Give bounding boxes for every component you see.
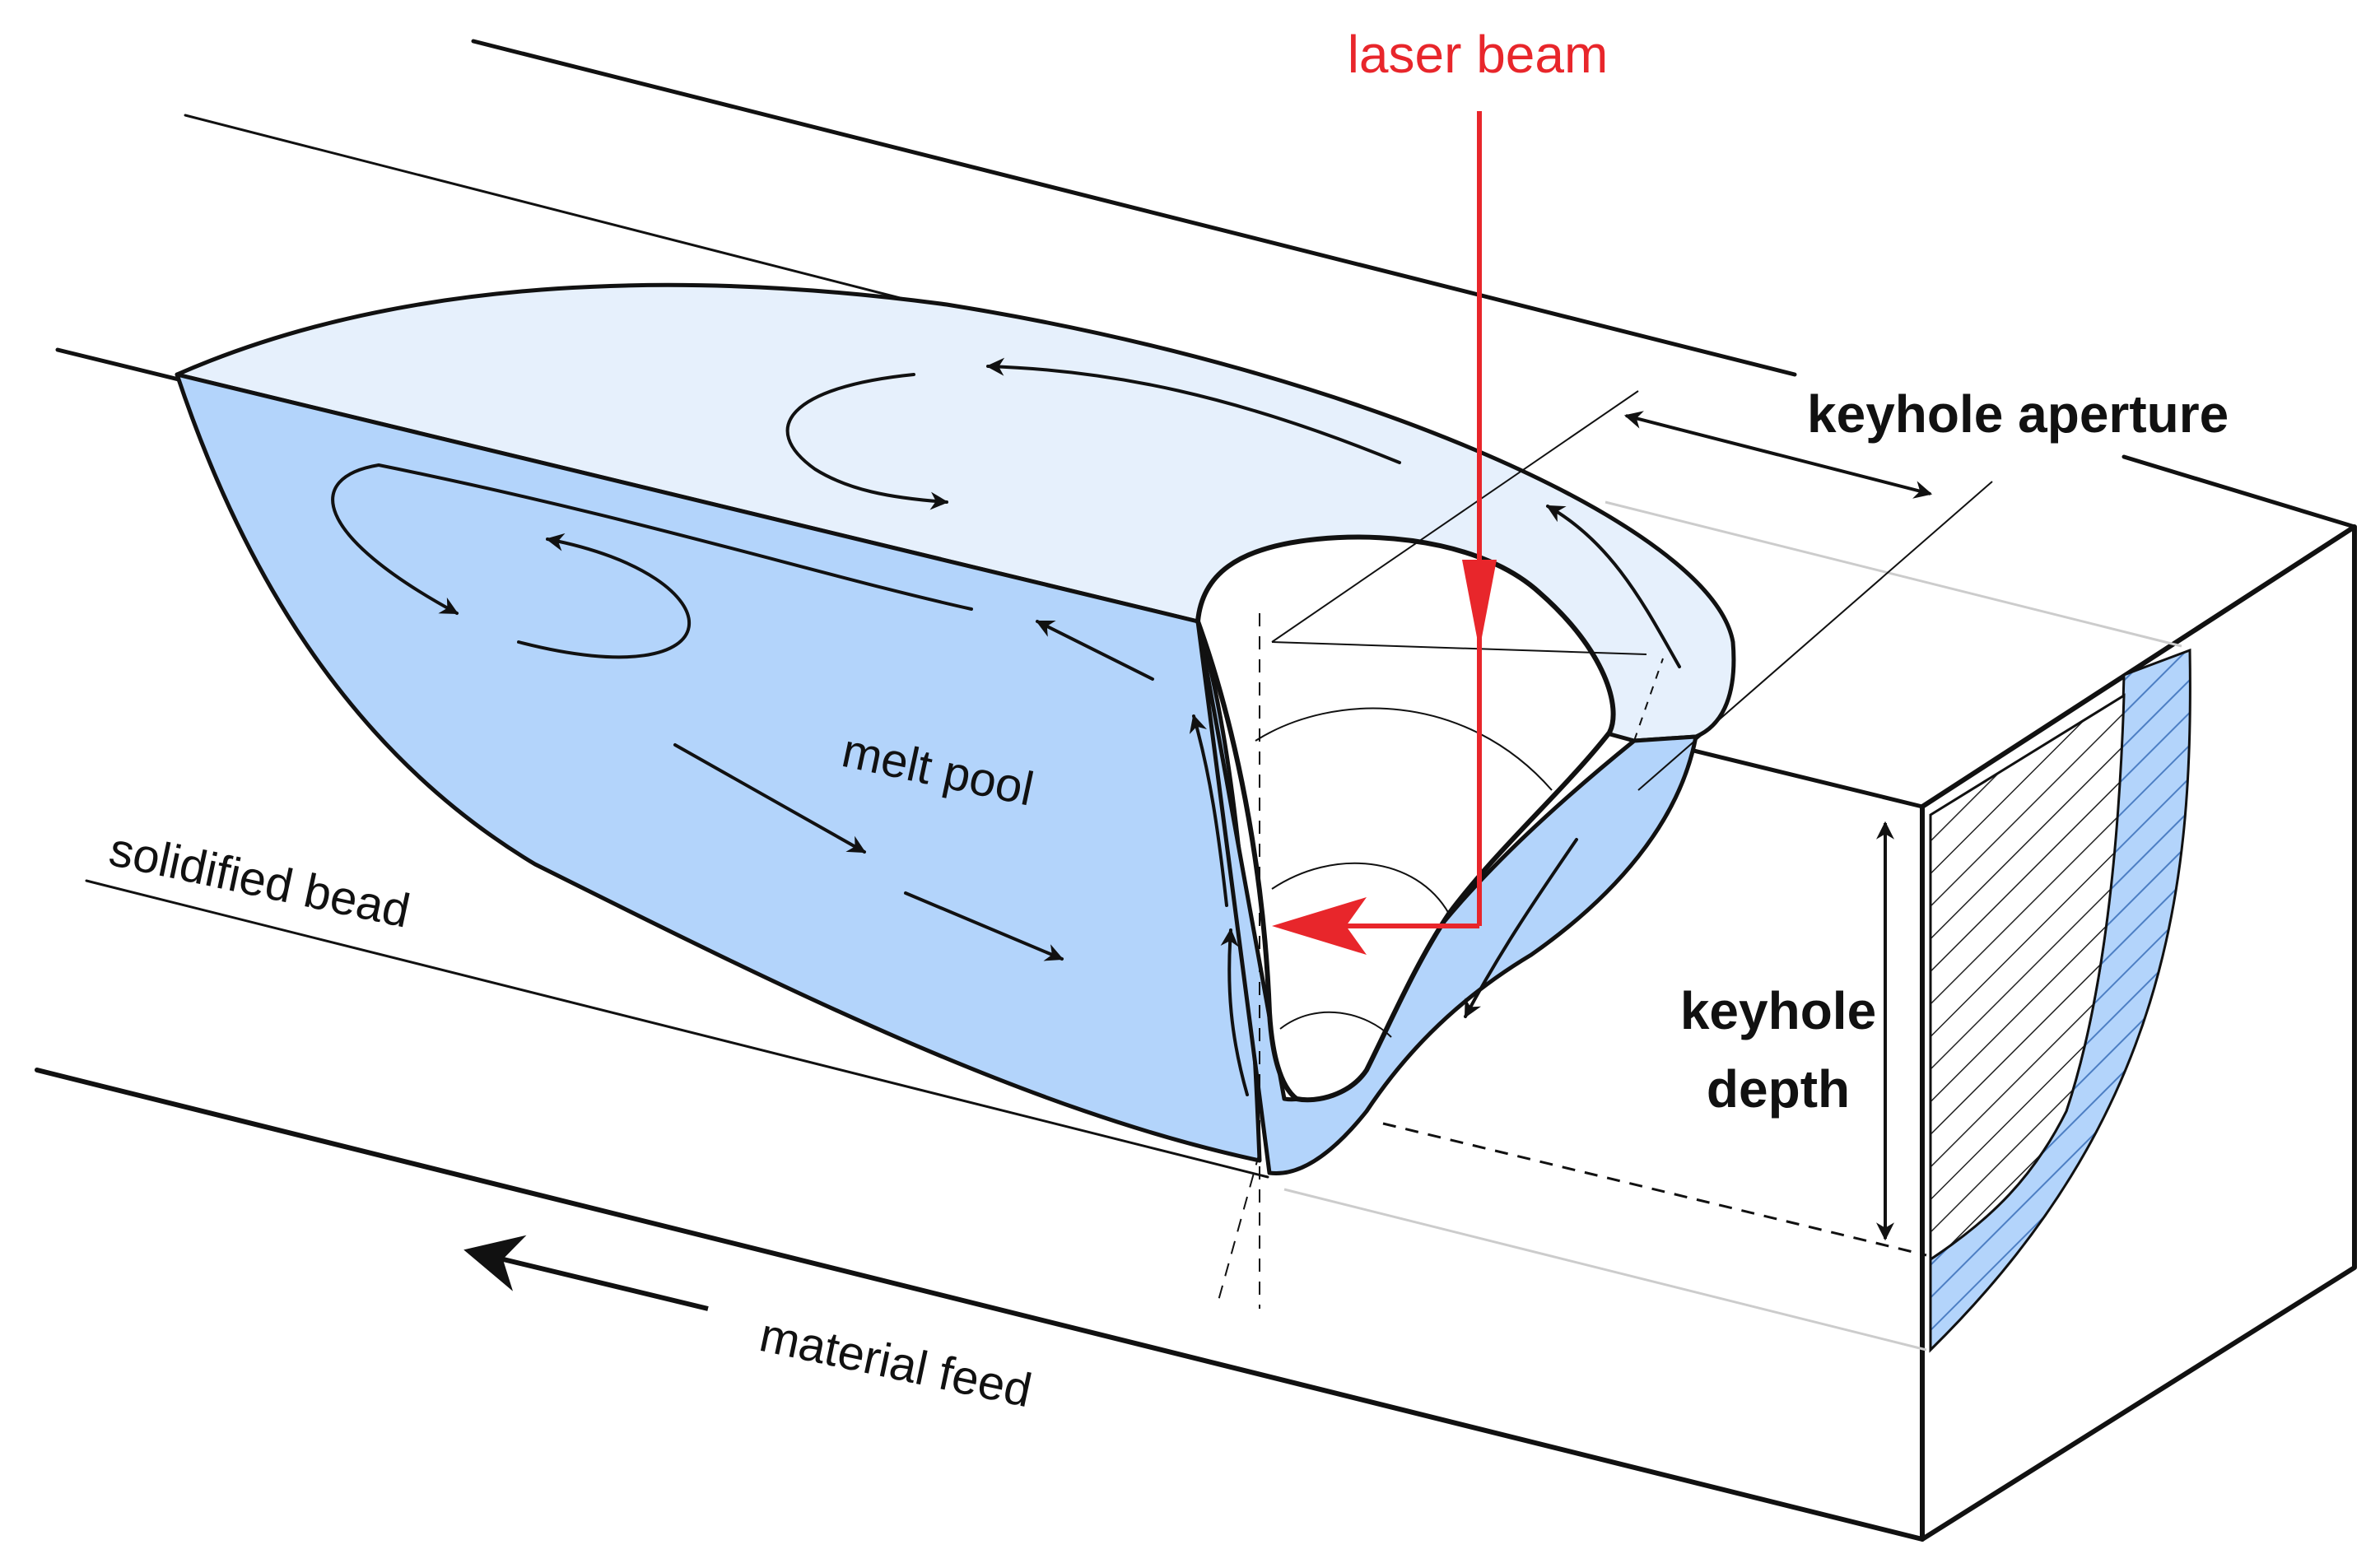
- guide-line-bottom: [1283, 1188, 1927, 1352]
- construction-lines: [1218, 390, 1993, 1309]
- label-keyhole-depth-line2: depth: [1707, 1059, 1850, 1119]
- keyhole-contours: [1255, 707, 1553, 1038]
- laser-beam: [1272, 111, 1497, 955]
- flow-arrows-top: [785, 357, 1681, 668]
- flow-arrow: [331, 463, 973, 615]
- guide-line-top: [1605, 500, 2182, 648]
- keyhole-cavity: [1195, 534, 1616, 1103]
- label-material-feed: material feed: [755, 1308, 1036, 1417]
- cross-section: [1929, 648, 2191, 1353]
- keyhole-aperture-arrow: [1623, 411, 1933, 499]
- laser-beam-arrowhead: [1462, 560, 1497, 650]
- flow-arrow: [1036, 620, 1154, 681]
- flow-arrow: [1220, 928, 1249, 1096]
- flow-arrow: [785, 373, 949, 510]
- label-solidified-bead: solidified bead: [105, 822, 414, 938]
- block-bottom-edge: [35, 1068, 1925, 1542]
- label-keyhole-aperture: keyhole aperture: [1807, 384, 2229, 444]
- flow-arrow: [985, 357, 1401, 464]
- laser-reflection-arrowhead: [1272, 897, 1367, 955]
- block-back-edge: [471, 39, 1797, 377]
- cross-section-keyhole-hatch: [1929, 693, 2126, 1262]
- label-laser-beam: laser beam: [1348, 25, 1609, 84]
- flow-arrow: [1464, 838, 1578, 1018]
- flow-arrows-side: [331, 463, 1578, 1096]
- flow-arrow: [517, 533, 691, 659]
- bead-front-line: [85, 879, 1269, 1179]
- block-top-right-edge: [2122, 454, 2357, 529]
- label-keyhole-depth-line1: keyhole: [1680, 981, 1876, 1040]
- flow-arrow: [1546, 505, 1681, 668]
- flow-arrow: [904, 891, 1064, 961]
- flow-arrow: [673, 743, 866, 854]
- material-feed-arrow: [463, 1235, 709, 1311]
- flow-arrow: [1189, 714, 1228, 907]
- bead-back-line: [184, 114, 911, 302]
